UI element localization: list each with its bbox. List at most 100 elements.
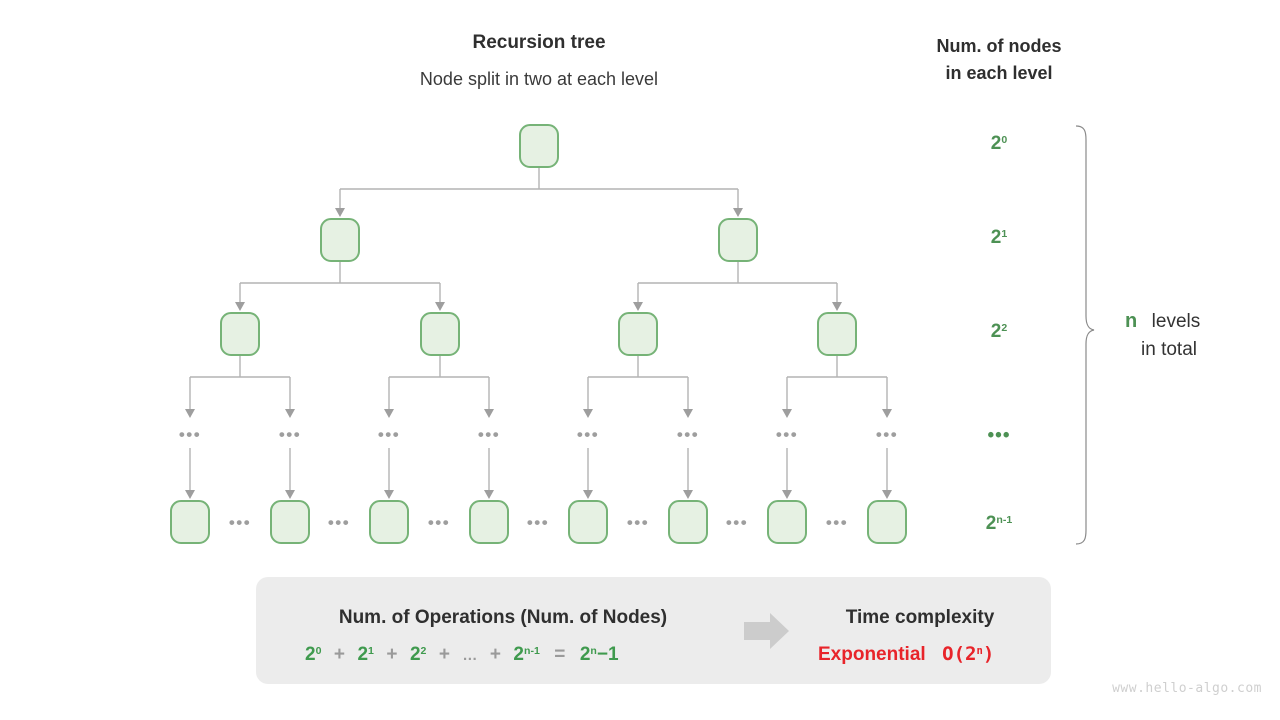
level-ellipsis: ••• bbox=[677, 425, 699, 444]
summary-complexity: Exponential O(2n) bbox=[818, 643, 994, 665]
summary-right-title: Time complexity bbox=[846, 607, 995, 628]
bottom-row-ellipsis: ••• bbox=[229, 513, 251, 532]
connector-arrow bbox=[185, 448, 195, 499]
level-ellipsis: ••• bbox=[876, 425, 898, 444]
summary-panel bbox=[256, 577, 1051, 684]
level-count-exponent: 1 bbox=[1001, 228, 1007, 240]
tree-ellipses: ••••••••••••••••••••••••••••••••••••••••… bbox=[179, 425, 898, 532]
level-count-ellipsis: ••• bbox=[988, 425, 1011, 446]
tree-node bbox=[469, 500, 509, 544]
right-arrow-icon bbox=[744, 613, 789, 649]
arrowhead-icon bbox=[185, 409, 195, 418]
level-ellipsis: ••• bbox=[577, 425, 599, 444]
arrowhead-icon bbox=[683, 490, 693, 499]
tree-node bbox=[767, 500, 807, 544]
formula-ellipsis: … bbox=[462, 647, 477, 664]
formula-plus-1: + bbox=[386, 644, 397, 665]
level-count-base: 2 bbox=[991, 227, 1002, 248]
arrowhead-icon bbox=[384, 409, 394, 418]
arrowhead-icon bbox=[832, 302, 842, 311]
arrowhead-icon bbox=[185, 490, 195, 499]
tree-node bbox=[618, 312, 658, 356]
level-count-exponent: n-1 bbox=[996, 514, 1012, 526]
level-count-label: 21 bbox=[991, 227, 1008, 248]
formula-plus-0: + bbox=[334, 644, 345, 665]
formula-result-exp: n bbox=[590, 645, 596, 657]
arrowhead-icon bbox=[683, 409, 693, 418]
complexity-word: Exponential bbox=[818, 644, 926, 665]
connector-arrow bbox=[335, 189, 345, 217]
level-count-label: 22 bbox=[991, 321, 1008, 342]
tree-node bbox=[568, 500, 608, 544]
bottom-row-ellipsis: ••• bbox=[826, 513, 848, 532]
level-ellipsis: ••• bbox=[378, 425, 400, 444]
formula-last-base: 2 bbox=[513, 644, 524, 665]
page-title: Recursion tree bbox=[472, 32, 605, 53]
tree-node bbox=[220, 312, 260, 356]
formula-term-1-base: 2 bbox=[357, 644, 368, 665]
arrowhead-icon bbox=[633, 302, 643, 311]
connector-arrow bbox=[882, 377, 892, 418]
formula-plus-3: + bbox=[490, 644, 501, 665]
tree-node bbox=[369, 500, 409, 544]
formula-term-1-exp: 1 bbox=[368, 645, 374, 657]
tree-node bbox=[668, 500, 708, 544]
connector-arrow bbox=[583, 448, 593, 499]
formula-equals: = bbox=[554, 644, 565, 665]
connector-arrow bbox=[384, 377, 394, 418]
summary-left-title: Num. of Operations (Num. of Nodes) bbox=[339, 607, 667, 628]
bottom-row-ellipsis: ••• bbox=[726, 513, 748, 532]
formula-term-2-base: 2 bbox=[410, 644, 421, 665]
connector-arrow bbox=[733, 189, 743, 217]
connector-arrow bbox=[484, 448, 494, 499]
connector-arrow bbox=[384, 448, 394, 499]
connector-arrow bbox=[633, 283, 643, 311]
connector-arrow bbox=[683, 377, 693, 418]
brace-label-n: n bbox=[1125, 310, 1137, 332]
arrowhead-icon bbox=[235, 302, 245, 311]
complexity-notation-exp: n bbox=[976, 645, 982, 657]
level-count-base: 2 bbox=[991, 133, 1002, 154]
formula-result-base: 2 bbox=[580, 644, 591, 665]
level-count-base: 2 bbox=[986, 513, 997, 534]
arrowhead-icon bbox=[285, 409, 295, 418]
tree-node bbox=[420, 312, 460, 356]
arrowhead-icon bbox=[733, 208, 743, 217]
brace-label-line1: n levels bbox=[1125, 310, 1200, 332]
connector-arrow bbox=[484, 377, 494, 418]
bottom-row-ellipsis: ••• bbox=[527, 513, 549, 532]
formula-result-suffix: −1 bbox=[597, 644, 619, 665]
arrowhead-icon bbox=[782, 490, 792, 499]
arrowhead-icon bbox=[335, 208, 345, 217]
brace-label-line2: in total bbox=[1141, 339, 1197, 360]
arrowhead-icon bbox=[484, 409, 494, 418]
connector-arrow bbox=[435, 283, 445, 311]
arrowhead-icon bbox=[583, 490, 593, 499]
arrowhead-icon bbox=[782, 409, 792, 418]
tree-node bbox=[170, 500, 210, 544]
formula-term-2-exp: 2 bbox=[421, 645, 427, 657]
connector-arrow bbox=[185, 377, 195, 418]
bottom-row-ellipsis: ••• bbox=[328, 513, 350, 532]
arrowhead-icon bbox=[882, 409, 892, 418]
level-ellipsis: ••• bbox=[279, 425, 301, 444]
arrowhead-icon bbox=[435, 302, 445, 311]
level-count-label: 20 bbox=[991, 133, 1008, 154]
level-count-label: 2n-1 bbox=[986, 513, 1013, 534]
level-count-base: 2 bbox=[991, 321, 1002, 342]
level-count-label: ••• bbox=[988, 425, 1011, 446]
levels-brace bbox=[1075, 125, 1095, 545]
connector-arrow bbox=[782, 377, 792, 418]
brace-label-rest: levels bbox=[1152, 311, 1201, 332]
connector-arrow bbox=[285, 377, 295, 418]
watermark: www.hello-algo.com bbox=[1112, 681, 1262, 696]
tree-node bbox=[519, 124, 559, 168]
level-count-exponent: 0 bbox=[1001, 134, 1007, 146]
connector-arrow bbox=[832, 283, 842, 311]
connector-arrow bbox=[683, 448, 693, 499]
formula-plus-2: + bbox=[439, 644, 450, 665]
bottom-row-ellipsis: ••• bbox=[627, 513, 649, 532]
